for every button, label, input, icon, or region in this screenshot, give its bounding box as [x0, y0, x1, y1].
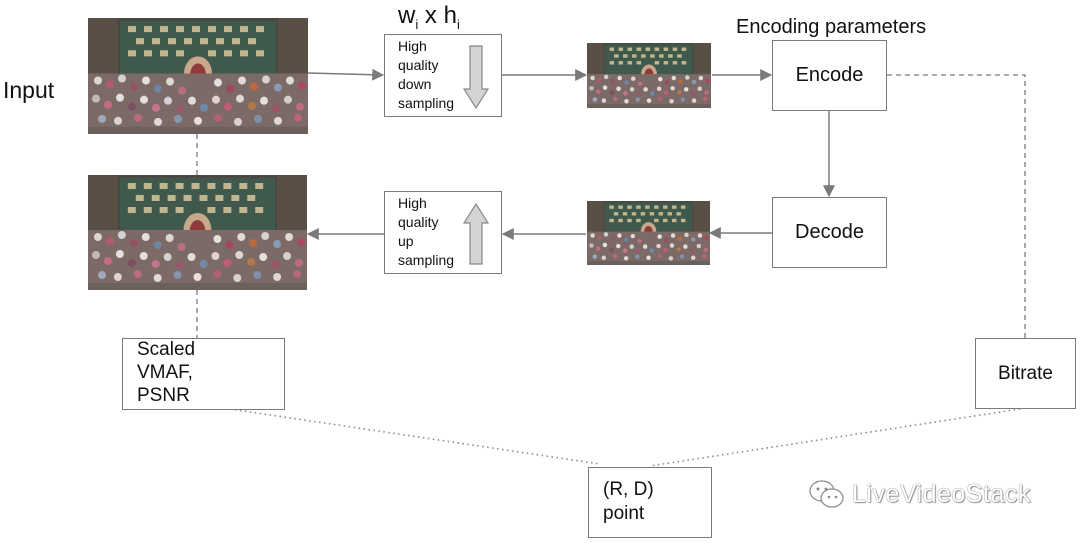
downsample-line: High: [398, 38, 427, 54]
metrics-line: Scaled: [137, 339, 196, 360]
arrow-input-to-downsample: [307, 68, 385, 81]
downsample-text: High quality down sampling: [385, 35, 501, 113]
wechat-icon: [809, 480, 844, 508]
input-frame-image: [88, 18, 308, 134]
downsample-box[interactable]: High quality down sampling: [384, 34, 502, 117]
rd-point-text: (R, D) point: [589, 468, 711, 526]
upsample-line: High: [398, 195, 427, 211]
upsample-line: sampling: [398, 252, 455, 268]
metrics-text: Scaled VMAF, PSNR: [123, 338, 284, 407]
dotted-metrics-to-rd: [229, 408, 601, 465]
rd-point-line: point: [603, 503, 645, 524]
decode-label: Decode: [795, 221, 864, 243]
encode-box[interactable]: Encode: [772, 40, 887, 111]
rd-point-box[interactable]: (R, D) point: [588, 467, 712, 538]
resolution-h: h: [443, 2, 457, 29]
resolution-label: wi x hi: [398, 2, 460, 32]
resolution-w-sub: i: [415, 16, 419, 32]
decoded-frame-image: [587, 201, 710, 265]
metrics-box[interactable]: Scaled VMAF, PSNR: [122, 338, 285, 410]
downsample-line: down: [398, 76, 432, 92]
resolution-w: w: [398, 2, 416, 29]
metrics-line: PSNR: [137, 385, 190, 406]
upsample-line: quality: [398, 214, 439, 230]
downsample-line: sampling: [398, 95, 455, 111]
upsample-text: High quality up sampling: [385, 192, 501, 270]
output-frame-image: [88, 175, 307, 290]
lowres-frame-image: [587, 43, 711, 108]
up-arrow-icon: [463, 203, 489, 265]
rd-point-line: (R, D): [603, 479, 654, 500]
watermark: LiveVideoStack: [808, 478, 1031, 510]
encode-label: Encode: [795, 64, 864, 86]
input-label: Input: [3, 77, 55, 103]
resolution-h-sub: i: [456, 16, 460, 32]
upsample-line: up: [398, 233, 414, 249]
encoding-parameters-label: Encoding parameters: [736, 16, 927, 38]
resolution-x: x: [418, 2, 444, 29]
decode-box[interactable]: Decode: [772, 197, 887, 268]
bitrate-label: Bitrate: [998, 362, 1053, 384]
metrics-line: VMAF,: [137, 362, 193, 383]
dotted-bitrate-to-rd: [649, 408, 1021, 467]
upsample-box[interactable]: High quality up sampling: [384, 191, 502, 274]
down-arrow-icon: [463, 45, 489, 109]
bitrate-box[interactable]: Bitrate: [975, 338, 1076, 409]
watermark-text: LiveVideoStack: [852, 479, 1031, 508]
dashed-encode-to-bitrate: [887, 74, 1026, 338]
downsample-line: quality: [398, 57, 439, 73]
